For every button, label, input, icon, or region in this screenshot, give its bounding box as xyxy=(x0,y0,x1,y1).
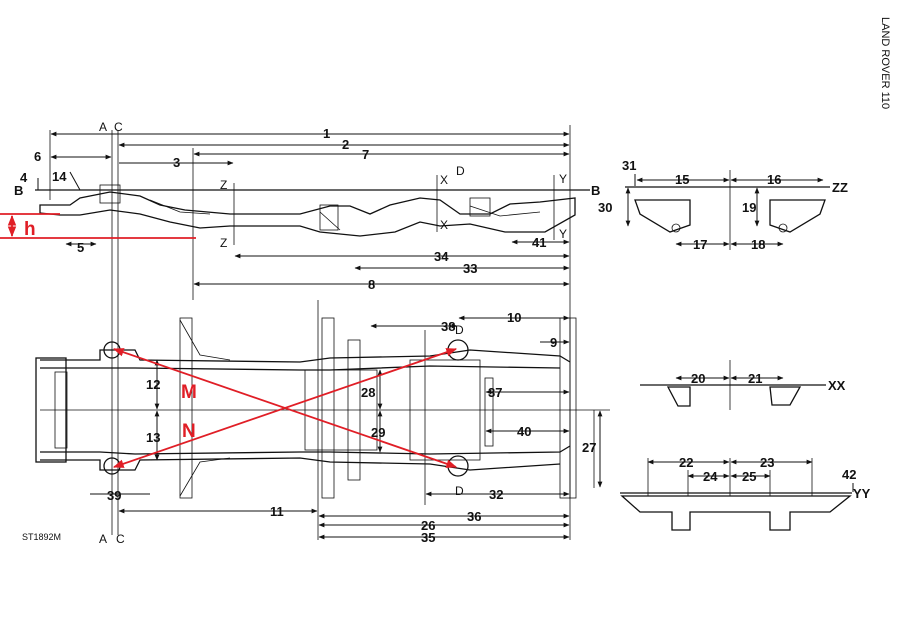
dim-17: 17 xyxy=(693,237,707,252)
dim-41: 41 xyxy=(532,235,546,250)
dim-9: 9 xyxy=(550,335,557,350)
dim-22: 22 xyxy=(679,455,693,470)
dim-32: 32 xyxy=(489,487,503,502)
dim-28: 28 xyxy=(361,385,375,400)
ref-c-bottom: C xyxy=(116,532,125,546)
dim-25: 25 xyxy=(742,469,756,484)
dim-40: 40 xyxy=(517,424,531,439)
dim-38: 38 xyxy=(441,319,455,334)
dim-34: 34 xyxy=(434,249,449,264)
section-xx: XX 20 21 xyxy=(640,360,846,410)
dim-30: 30 xyxy=(598,200,612,215)
drawing-reference: ST1892M xyxy=(22,532,61,542)
ref-x-bottom: X xyxy=(440,218,448,232)
dim-16: 16 xyxy=(767,172,781,187)
dim-36: 36 xyxy=(467,509,481,524)
ref-d-plan-bottom: D xyxy=(455,484,464,498)
ref-d-plan-top: D xyxy=(455,323,464,337)
dim-15: 15 xyxy=(675,172,689,187)
dim-18: 18 xyxy=(751,237,765,252)
dim-12: 12 xyxy=(146,377,160,392)
ref-y-top: Y xyxy=(559,172,567,186)
dim-2: 2 xyxy=(342,137,349,152)
height-marker: h xyxy=(0,213,196,240)
dim-1: 1 xyxy=(323,126,330,141)
ref-a-bottom: A xyxy=(99,532,107,546)
dim-26: 26 xyxy=(421,518,435,533)
dim-11: 11 xyxy=(270,504,284,519)
ref-yy: YY xyxy=(853,486,871,501)
diagonal-m-label: M xyxy=(181,382,197,403)
height-marker-label: h xyxy=(24,219,36,240)
dim-39: 39 xyxy=(107,488,121,503)
ref-a-top: A xyxy=(99,120,107,134)
dim-3: 3 xyxy=(173,155,180,170)
dim-5: 5 xyxy=(77,240,84,255)
ref-xx: XX xyxy=(828,378,846,393)
ref-b-left: B xyxy=(14,183,23,198)
ref-d-top: D xyxy=(456,164,465,178)
ref-y-bottom: Y xyxy=(559,227,567,241)
ref-x-top: X xyxy=(440,173,448,187)
dim-37: 37 xyxy=(488,385,502,400)
dim-4: 4 xyxy=(20,170,28,185)
dim-10: 10 xyxy=(507,310,521,325)
plan-view: D D 38 10 9 12 13 28 29 37 40 27 32 39 1… xyxy=(35,300,610,545)
dim-23: 23 xyxy=(760,455,774,470)
drawing-title: LAND ROVER 110 xyxy=(879,17,891,109)
diagonal-n-label: N xyxy=(182,421,196,442)
dim-7: 7 xyxy=(362,147,369,162)
ref-c-top: C xyxy=(114,120,123,134)
section-yy: YY 22 23 24 25 42 xyxy=(620,455,871,531)
ref-b-right: B xyxy=(591,183,600,198)
ref-z-top: Z xyxy=(220,178,227,192)
ref-zz: ZZ xyxy=(832,180,848,195)
ref-z-bottom: Z xyxy=(220,236,227,250)
dim-20: 20 xyxy=(691,371,705,386)
dim-14: 14 xyxy=(52,169,67,184)
dim-19: 19 xyxy=(742,200,756,215)
dim-21: 21 xyxy=(748,371,762,386)
dim-6: 6 xyxy=(34,149,41,164)
dim-42: 42 xyxy=(842,467,856,482)
dim-13: 13 xyxy=(146,430,160,445)
dim-35: 35 xyxy=(421,530,435,545)
section-zz: ZZ 15 16 17 18 19 30 31 xyxy=(598,158,848,252)
dim-8: 8 xyxy=(368,277,375,292)
side-elevation: A C A C B B X X D Y Y Z Z 1 2 7 3 6 14 4 xyxy=(14,120,600,546)
diagonal-overlay: M N xyxy=(112,348,458,468)
dim-31: 31 xyxy=(622,158,636,173)
dim-24: 24 xyxy=(703,469,718,484)
dim-33: 33 xyxy=(463,261,477,276)
dim-27: 27 xyxy=(582,440,596,455)
